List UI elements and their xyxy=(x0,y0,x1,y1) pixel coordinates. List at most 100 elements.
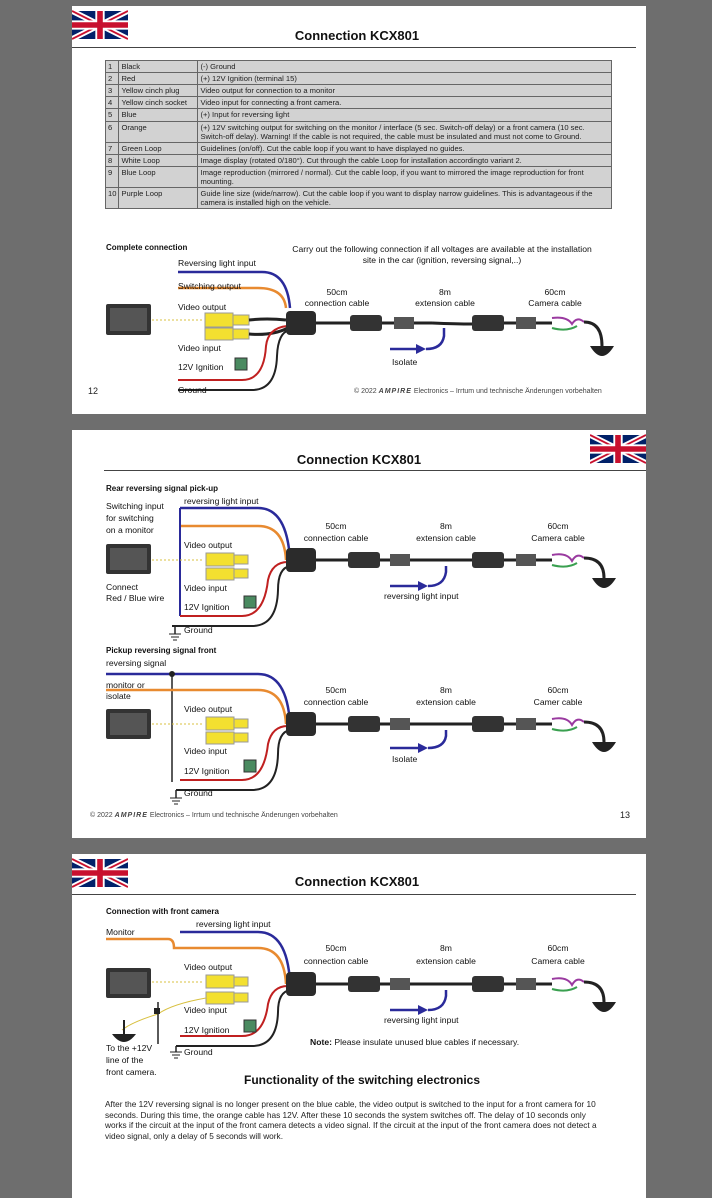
label-ground: Ground xyxy=(184,625,213,635)
label-ignition: 12V Ignition xyxy=(184,602,230,612)
row-number: 8 xyxy=(104,153,120,167)
label-reversing: Reversing light input xyxy=(178,258,256,268)
label-front-3: front camera. xyxy=(106,1067,157,1077)
orange-wire xyxy=(178,286,288,309)
fuse-icon xyxy=(234,357,248,371)
label-isolate-left: isolate xyxy=(106,691,131,701)
wire-function: Guidelines (on/off). Cut the cable loop … xyxy=(197,141,612,155)
wire-color: Orange xyxy=(118,120,199,143)
wire-color: Green Loop xyxy=(118,141,199,155)
label-50cm: 50cm xyxy=(325,521,347,531)
label-video-input: Video input xyxy=(178,343,221,353)
label-reversing-input: reversing light input xyxy=(384,1015,459,1025)
row-number: 7 xyxy=(104,141,120,155)
uk-flag-icon xyxy=(590,434,646,464)
wire-function: Image display (rotated 0/180°). Cut thro… xyxy=(197,153,612,167)
row-number: 6 xyxy=(104,120,120,143)
wire-color: Yellow cinch socket xyxy=(118,96,199,110)
label-video-input: Video input xyxy=(184,583,227,593)
fuse-icon xyxy=(243,595,257,609)
label-extension-cable: extension cable xyxy=(416,533,476,543)
label-connect-1: Connect xyxy=(106,582,139,592)
section-heading-1: Rear reversing signal pick-up xyxy=(106,484,219,493)
monitor-screen xyxy=(110,308,147,331)
label-video-input: Video input xyxy=(184,1005,227,1015)
label-monitor: Monitor xyxy=(106,927,135,937)
label-switching-1: Switching input xyxy=(106,501,164,511)
label-video-output: Video output xyxy=(178,302,227,312)
video-output-plug xyxy=(204,312,234,328)
label-video-output: Video output xyxy=(184,704,233,714)
front-camera-icon xyxy=(112,1034,136,1042)
ground-icon xyxy=(170,1051,182,1059)
fuse-icon xyxy=(243,759,257,773)
section-heading: Complete connection xyxy=(106,243,188,252)
row-number: 5 xyxy=(104,108,120,122)
ground-icon xyxy=(169,633,181,641)
video-input-socket xyxy=(204,327,234,341)
page-number: 13 xyxy=(620,810,631,820)
label-50cm: 50cm xyxy=(325,943,347,953)
camera-icon xyxy=(592,742,616,752)
wire-function: Video input for connecting a front camer… xyxy=(197,96,612,110)
label-video-input: Video input xyxy=(184,746,227,756)
label-reversing: reversing light input xyxy=(196,919,271,929)
intro-line-2: site in the car (ignition, reversing sig… xyxy=(362,255,522,265)
label-connection-cable: connection cable xyxy=(303,697,369,707)
copyright-icon: © xyxy=(90,812,96,819)
brand-logo: AMPIRE xyxy=(378,388,412,395)
page-title: Connection KCX801 xyxy=(294,874,420,889)
section-heading-2: Pickup reversing signal front xyxy=(106,646,217,655)
page-number: 12 xyxy=(88,386,99,396)
row-number: 1 xyxy=(104,59,120,74)
title-rule xyxy=(72,894,636,895)
wire-color: Purple Loop xyxy=(118,187,199,210)
label-connect-2: Red / Blue wire xyxy=(106,593,165,603)
complete-connection-diagram xyxy=(106,270,614,391)
brand-logo: AMPIRE xyxy=(114,812,148,819)
label-camera-cable: Camera cable xyxy=(531,956,585,966)
label-8m: 8m xyxy=(439,287,451,297)
manual-page-14: Connection KCX801 Connection with front … xyxy=(72,854,646,1198)
wire-function: Video output for connection to a monitor xyxy=(197,84,612,98)
title-rule xyxy=(104,470,646,471)
label-60cm: 60cm xyxy=(547,521,569,531)
label-switching-2: for switching xyxy=(106,513,154,523)
camera-icon xyxy=(592,1002,616,1012)
label-monitor-or: monitor or xyxy=(106,680,145,690)
label-connection-cable: connection cable xyxy=(304,298,370,308)
label-ignition: 12V Ignition xyxy=(184,766,230,776)
fuse-icon xyxy=(243,1019,257,1033)
label-camera-cable: Camera cable xyxy=(531,533,585,543)
label-8m: 8m xyxy=(440,943,452,953)
label-extension-cable: extension cable xyxy=(416,956,476,966)
label-front-1: To the +12V xyxy=(106,1043,153,1053)
wire-function: Guide line size (wide/narrow). Cut the c… xyxy=(197,187,612,210)
section-heading: Connection with front camera xyxy=(106,907,219,916)
label-8m: 8m xyxy=(440,521,452,531)
copyright-icon: © xyxy=(354,388,360,395)
label-video-output: Video output xyxy=(184,962,233,972)
note: Note: Please insulate unused blue cables… xyxy=(310,1037,520,1047)
front-camera-diagram xyxy=(106,930,616,1059)
connection-box xyxy=(286,311,316,335)
loop-green xyxy=(551,325,578,331)
label-60cm: 60cm xyxy=(547,685,569,695)
label-ignition: 12V Ignition xyxy=(178,362,224,372)
wire-color: Blue xyxy=(118,108,199,122)
label-ignition: 12V Ignition xyxy=(184,1025,230,1035)
intro-line-1: Carry out the following connection if al… xyxy=(292,244,592,254)
label-ground: Ground xyxy=(184,1047,213,1057)
loop-purple xyxy=(551,316,585,326)
row-number: 9 xyxy=(104,165,120,189)
functionality-heading: Functionality of the switching electroni… xyxy=(243,1073,481,1087)
